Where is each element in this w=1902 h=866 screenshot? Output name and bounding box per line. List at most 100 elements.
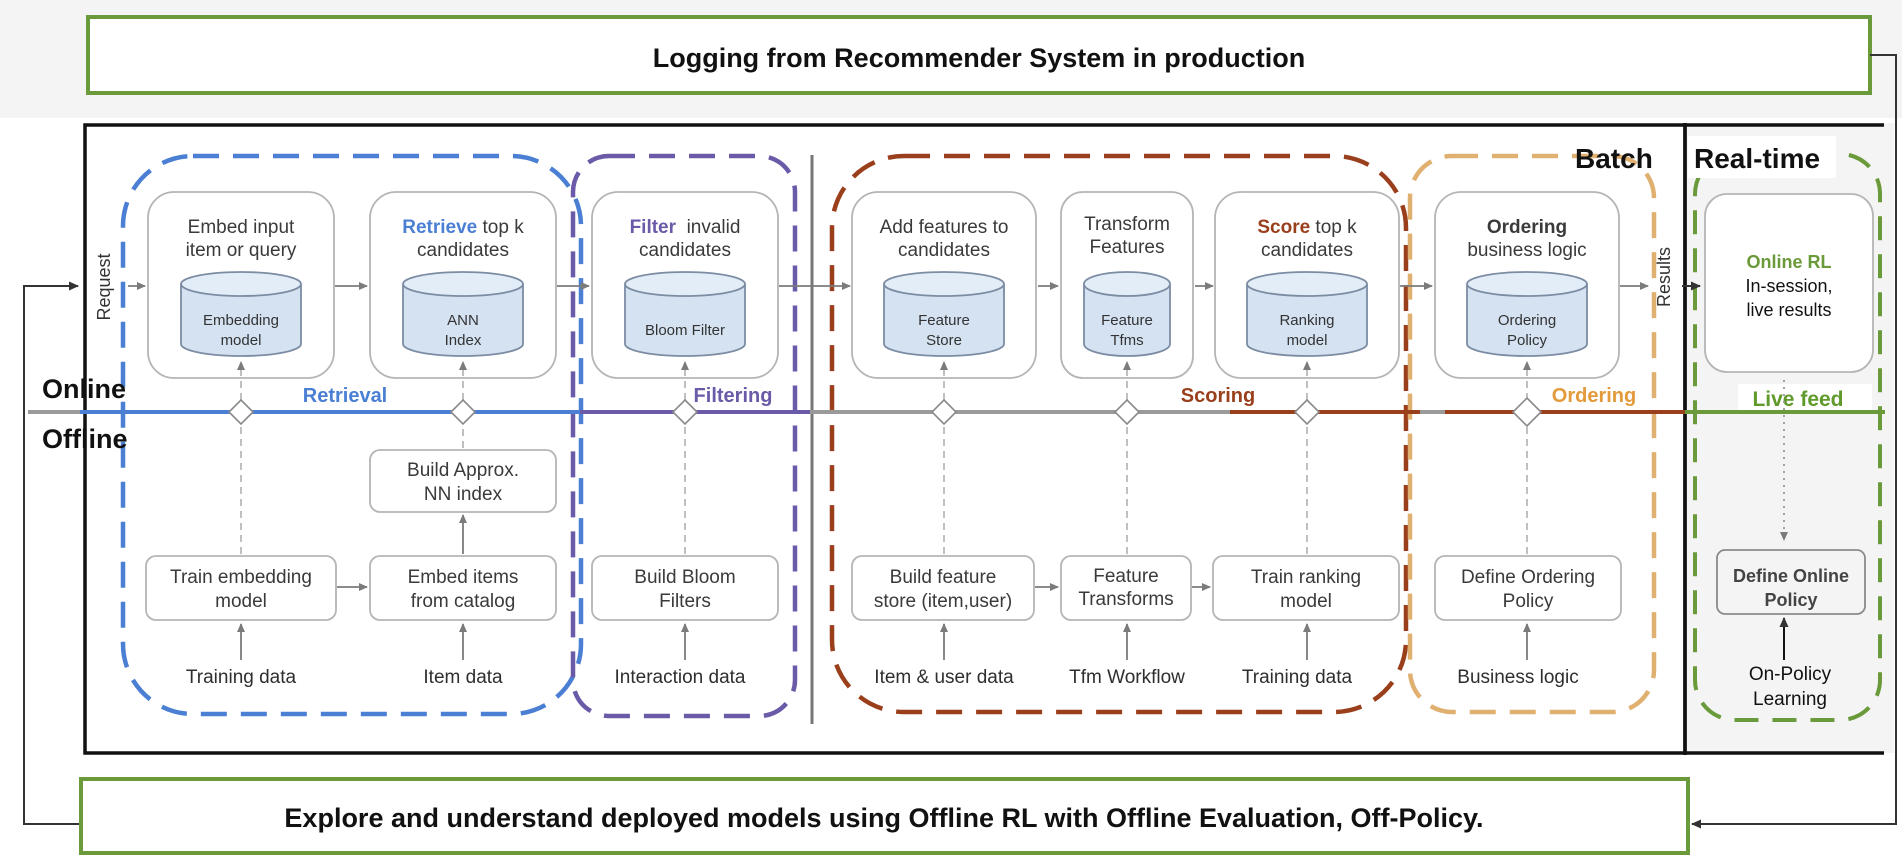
build-ann-2: NN index bbox=[424, 484, 503, 505]
diamond-embed bbox=[227, 398, 255, 426]
node-build-store bbox=[851, 555, 1035, 621]
build-bloom-2: Filters bbox=[659, 591, 711, 612]
build-bloom-1: Build Bloom bbox=[634, 567, 735, 588]
loop-right bbox=[1691, 54, 1897, 829]
node-train-ranking bbox=[1212, 555, 1400, 621]
db-ann-label-2: Index bbox=[445, 332, 482, 349]
node-embed-items bbox=[369, 555, 557, 621]
realtime-label-bg bbox=[1688, 136, 1836, 178]
node-define-online bbox=[1716, 549, 1866, 615]
define-ordering-1: Define Ordering bbox=[1461, 567, 1595, 588]
node-train-embed bbox=[145, 555, 337, 621]
loop-left bbox=[23, 281, 79, 825]
transform-title-1: Transform bbox=[1084, 214, 1170, 235]
db-ranking bbox=[1246, 271, 1368, 357]
top-banner-text: Logging from Recommender System in produ… bbox=[653, 43, 1306, 73]
results-label: Results bbox=[1654, 247, 1674, 307]
top-banner bbox=[86, 15, 1872, 95]
input-itemuser: Item & user data bbox=[874, 667, 1014, 688]
phase-retrieval: Retrieval bbox=[303, 385, 388, 407]
score-title-1: Score top k bbox=[1257, 217, 1357, 238]
ordering-title-2: business logic bbox=[1467, 240, 1586, 261]
addfeat-title-1: Add features to bbox=[880, 217, 1009, 238]
db-bloom-label: Bloom Filter bbox=[645, 322, 725, 339]
input-item: Item data bbox=[423, 667, 503, 688]
db-bloom bbox=[624, 271, 746, 357]
node-define-ordering bbox=[1434, 555, 1622, 621]
feat-transforms-1: Feature bbox=[1093, 566, 1158, 587]
score-highlight: Score bbox=[1257, 217, 1310, 238]
filter-title-1: Filter invalid bbox=[630, 217, 741, 238]
diamond-bloom bbox=[671, 398, 699, 426]
build-store-2: store (item,user) bbox=[874, 591, 1012, 612]
node-build-bloom bbox=[591, 555, 779, 621]
retrieve-title-1: Retrieve top k bbox=[402, 217, 524, 238]
retrieve-title-2: candidates bbox=[417, 240, 509, 261]
db-feature-store-label-2: Store bbox=[926, 332, 962, 349]
bottom-banner-text: Explore and understand deployed models u… bbox=[284, 803, 1483, 833]
diamond-ordering bbox=[1511, 396, 1543, 428]
filtering-group bbox=[570, 153, 798, 719]
input-onpolicy-1: On-Policy bbox=[1749, 664, 1832, 685]
node-build-ann bbox=[369, 449, 557, 513]
input-business: Business logic bbox=[1457, 667, 1578, 688]
batch-label: Batch bbox=[1575, 143, 1653, 174]
phase-ordering: Ordering bbox=[1552, 385, 1636, 407]
live-feed-bg bbox=[1738, 384, 1872, 410]
feat-transforms-2: Transforms bbox=[1078, 589, 1173, 610]
retrieve-highlight: Retrieve bbox=[402, 217, 477, 238]
diamond-ann bbox=[449, 398, 477, 426]
db-ann bbox=[402, 271, 524, 357]
build-ann-1: Build Approx. bbox=[407, 460, 519, 481]
live-feed-label: Live feed bbox=[1752, 388, 1843, 411]
retrieve-rest: top k bbox=[477, 217, 524, 238]
diamond-store bbox=[930, 398, 958, 426]
online-rl-title: Online RL bbox=[1747, 252, 1832, 272]
node-online-rl bbox=[1704, 193, 1874, 373]
train-embed-1: Train embedding bbox=[170, 567, 312, 588]
db-ordering bbox=[1466, 271, 1588, 357]
train-embed-2: model bbox=[215, 591, 267, 612]
db-feature-tfms-label-2: Tfms bbox=[1110, 332, 1143, 349]
offline-label: Offline bbox=[42, 424, 128, 454]
filter-highlight: Filter bbox=[630, 217, 677, 238]
ordering-title-1: Ordering bbox=[1487, 217, 1567, 238]
node-feat-transforms bbox=[1060, 555, 1192, 621]
db-feature-tfms-label-1: Feature bbox=[1101, 312, 1153, 329]
db-ranking-label-1: Ranking bbox=[1279, 312, 1334, 329]
input-interaction: Interaction data bbox=[615, 667, 746, 688]
embed-items-1: Embed items bbox=[408, 567, 519, 588]
train-ranking-1: Train ranking bbox=[1251, 567, 1361, 588]
train-ranking-2: model bbox=[1280, 591, 1332, 612]
db-ann-label-1: ANN bbox=[447, 312, 479, 329]
filter-rest: invalid bbox=[676, 217, 740, 238]
db-feature-store-label-1: Feature bbox=[918, 312, 970, 329]
phase-scoring: Scoring bbox=[1181, 385, 1255, 407]
db-embedding bbox=[180, 271, 302, 357]
db-ordering-label-1: Ordering bbox=[1498, 312, 1556, 329]
db-ordering-label-2: Policy bbox=[1507, 332, 1548, 349]
score-title-2: candidates bbox=[1261, 240, 1353, 261]
db-feature-tfms bbox=[1083, 271, 1171, 357]
request-label: Request bbox=[94, 253, 114, 320]
input-tfm: Tfm Workflow bbox=[1069, 667, 1185, 688]
score-rest: top k bbox=[1310, 217, 1357, 238]
define-online-2: Policy bbox=[1764, 590, 1817, 610]
diamond-tfms bbox=[1113, 398, 1141, 426]
db-embedding-label-1: Embedding bbox=[203, 312, 279, 329]
realtime-label: Real-time bbox=[1694, 143, 1820, 174]
online-rl-line2: In-session, bbox=[1745, 276, 1832, 296]
online-label: Online bbox=[42, 374, 126, 404]
embed-title-1: Embed input bbox=[188, 217, 295, 238]
ordering-group bbox=[1407, 153, 1657, 715]
phase-filtering: Filtering bbox=[694, 385, 773, 407]
transform-title-2: Features bbox=[1090, 237, 1165, 258]
define-online-1: Define Online bbox=[1733, 566, 1849, 586]
define-ordering-2: Policy bbox=[1503, 591, 1554, 612]
build-store-1: Build feature bbox=[890, 567, 997, 588]
diamond-ranking bbox=[1293, 398, 1321, 426]
filter-title-2: candidates bbox=[639, 240, 731, 261]
db-embedding-label-2: model bbox=[221, 332, 262, 349]
embed-title-2: item or query bbox=[186, 240, 297, 261]
